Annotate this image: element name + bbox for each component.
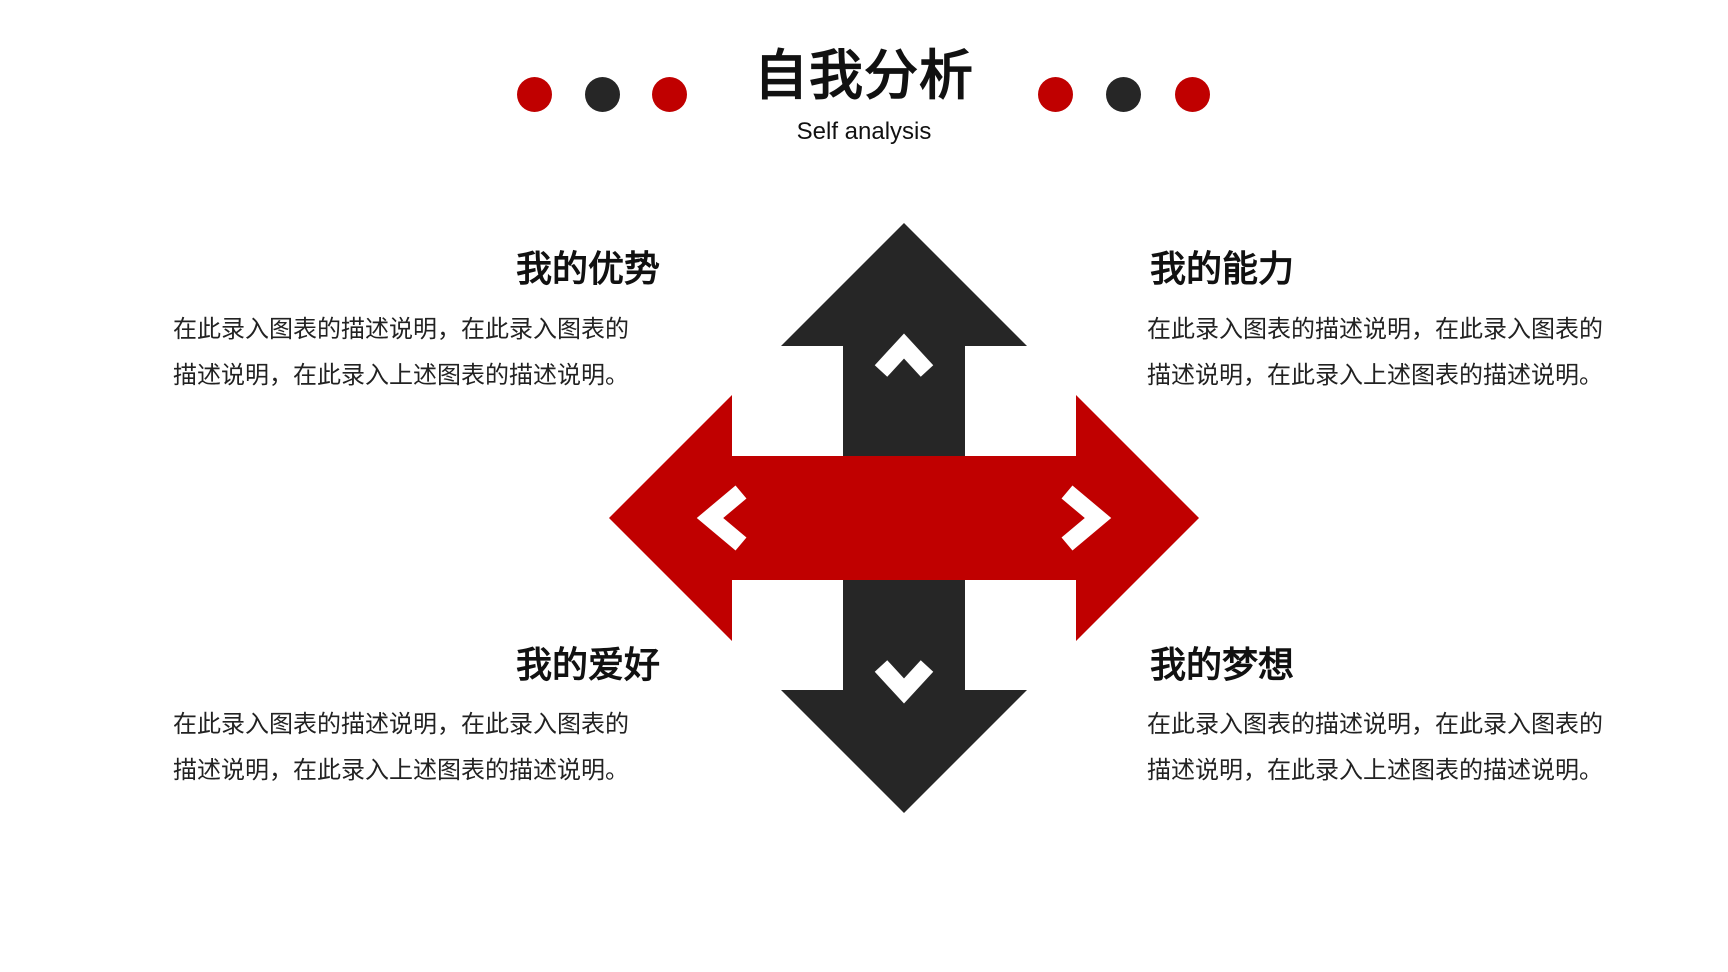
decor-dot-left-1 xyxy=(517,77,552,112)
quadrant-desc-line: 描述说明，在此录入上述图表的描述说明。 xyxy=(173,361,629,389)
cross-arrows-diagram xyxy=(609,223,1199,813)
header: 自我分析 Self analysis xyxy=(0,0,1728,160)
quadrant-desc-line: 描述说明，在此录入上述图表的描述说明。 xyxy=(1147,756,1603,784)
page-title: 自我分析 xyxy=(754,44,974,107)
chevron-up-icon xyxy=(874,333,934,377)
chevron-right-icon xyxy=(1061,485,1112,551)
quadrant-title-hobby: 我的爱好 xyxy=(515,645,660,686)
quadrant-desc-line: 描述说明，在此录入上述图表的描述说明。 xyxy=(1147,361,1603,389)
quadrant-title-advantage: 我的优势 xyxy=(515,249,660,290)
quadrant-desc-line: 在此录入图表的描述说明，在此录入图表的 xyxy=(1147,315,1603,343)
quadrant-desc-line: 在此录入图表的描述说明，在此录入图表的 xyxy=(173,710,629,738)
decor-dot-left-3 xyxy=(652,77,687,112)
decor-dot-right-2 xyxy=(1106,77,1141,112)
page-subtitle: Self analysis xyxy=(796,118,932,145)
chevron-left-icon xyxy=(696,485,747,551)
quadrant-desc-line: 在此录入图表的描述说明，在此录入图表的 xyxy=(173,315,629,343)
chevron-down-icon xyxy=(874,660,934,704)
decor-dot-right-1 xyxy=(1038,77,1073,112)
quadrant-desc-line: 描述说明，在此录入上述图表的描述说明。 xyxy=(173,756,629,784)
decor-dot-left-2 xyxy=(585,77,620,112)
horizontal-double-arrow xyxy=(609,395,1199,641)
quadrant-title-ability: 我的能力 xyxy=(1150,249,1295,290)
quadrant-title-dream: 我的梦想 xyxy=(1150,645,1295,686)
decor-dot-right-3 xyxy=(1175,77,1210,112)
quadrant-desc-line: 在此录入图表的描述说明，在此录入图表的 xyxy=(1147,710,1603,738)
